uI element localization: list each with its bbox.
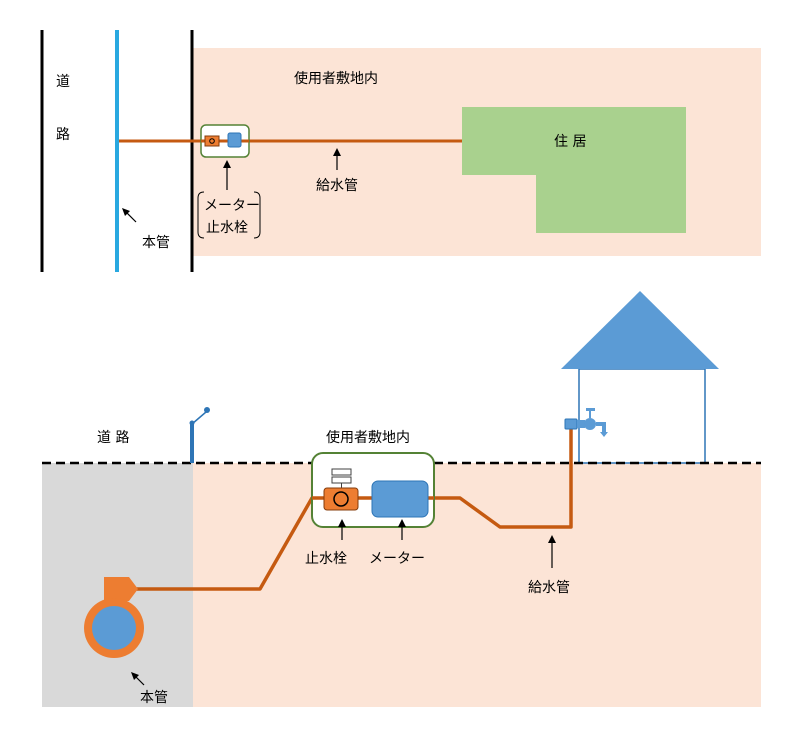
section-arrow-meter (398, 519, 406, 540)
section-premises-label: 使用者敷地内 (326, 429, 410, 446)
main-pipe-inner (92, 606, 136, 650)
section-arrow-pipe (548, 535, 556, 568)
plan-meter-label: メーター (204, 198, 260, 214)
section-stopcock-wheel (333, 491, 349, 507)
house-roof (561, 291, 719, 369)
section-stopcock (323, 487, 359, 511)
plan-arrow-main (122, 208, 137, 223)
stopcock-handle (331, 468, 352, 488)
plan-road-label-1: 道 (56, 74, 70, 90)
section-supply-pipe-label: 給水管 (528, 580, 570, 596)
plan-road-label-2: 路 (56, 127, 70, 143)
plan-arrow-box (223, 160, 231, 190)
plan-arrow-pipe (333, 148, 341, 170)
plan-view: 道 路 使用者敷地内 住 居 給水管 メーター 止水栓 本管 (40, 30, 761, 272)
plan-main-pipe-label: 本管 (142, 235, 170, 251)
section-arrow-main (131, 672, 145, 686)
section-meter-label: メーター (369, 551, 425, 567)
section-stopcock-label: 止水栓 (305, 551, 347, 567)
section-premises-ground (193, 463, 761, 707)
plan-stopcock-wheel (209, 138, 215, 144)
section-road-label: 道 路 (97, 430, 129, 446)
main-pipe-saddle (104, 577, 138, 601)
section-service-pipe (134, 426, 573, 591)
plan-premises-label: 使用者敷地内 (294, 70, 378, 87)
section-meter (371, 480, 429, 518)
house-wall (578, 368, 706, 464)
faucet-icon (564, 408, 608, 437)
plan-label-bracket-right (253, 191, 261, 239)
section-view: 道 路 使用者敷地内 止水栓 メーター 給水管 本管 (42, 291, 761, 707)
plan-house-label: 住 居 (554, 134, 586, 150)
section-main-pipe-label: 本管 (140, 690, 168, 706)
section-arrow-stopcock (338, 519, 346, 540)
plan-house-footprint (462, 107, 686, 233)
plan-supply-pipe-label: 給水管 (316, 178, 358, 194)
plan-meter (227, 132, 242, 148)
boundary-marker-post (189, 407, 210, 463)
plan-stopcock-label: 止水栓 (206, 220, 248, 236)
plan-stopcock (204, 135, 220, 147)
plan-label-bracket-left (197, 191, 205, 239)
